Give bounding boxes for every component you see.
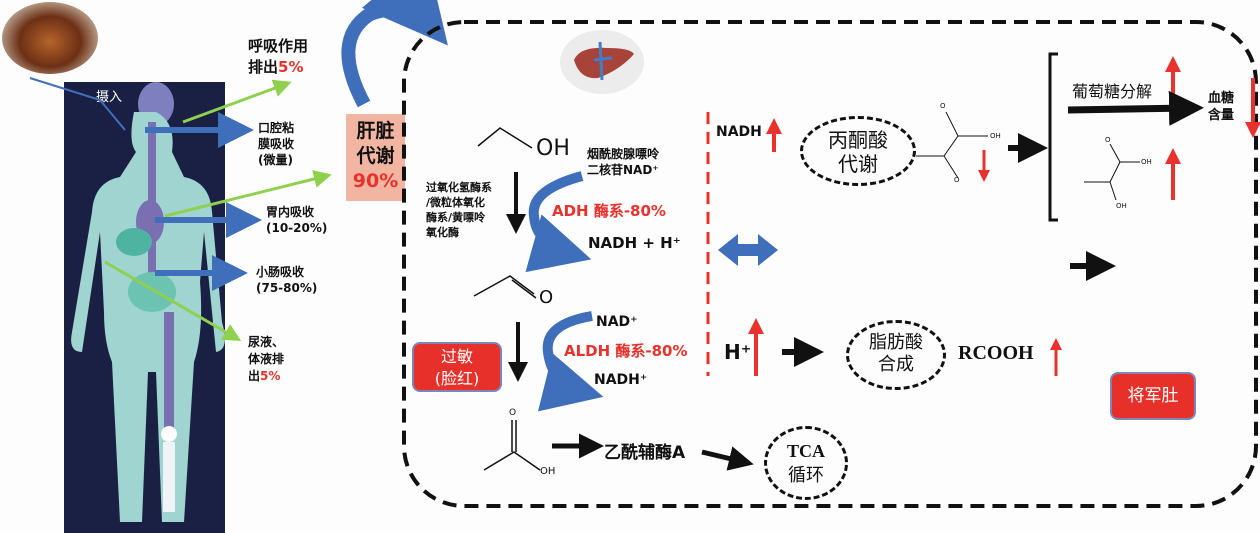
acetic-acid-oh: OH [540,466,556,477]
tca-cycle-node: TCA 循环 [764,426,848,500]
breath-prefix: 排出 [248,58,279,76]
pyruvate-o1: O [940,102,946,110]
fatty-acid-synthesis-node: 脂肪酸 合成 [846,320,946,390]
beer-belly-box: 将军肚 [1110,372,1196,420]
human-body-panel [64,82,225,533]
acetyl-coa-label: 乙酰辅酶A [604,443,686,463]
urine-exit-label: 尿液、 体液排 出5% [248,334,284,385]
breath-line1: 呼吸作用 [248,37,309,55]
pyruvate-oh: OH [990,132,1001,140]
liver-line1: 肝脏 [356,120,395,142]
fatty-acid-line1: 脂肪酸 [869,332,923,353]
side-pathway-label: 过氧化氢酶系 /微粒体氧化 酶系/黄嘌呤 氧化酶 [426,180,492,240]
allergy-line1: 过敏 [440,347,473,366]
urine-percent: 5% [260,369,281,383]
intake-line [29,77,126,131]
lactate-structure [1084,161,1140,183]
oral-line2: 膜吸收 [258,137,295,151]
glycolysis-label: 葡萄糖分解 [1072,82,1153,101]
pyruvate-line1: 丙酮酸 [828,128,888,152]
liver-icon [560,30,644,94]
oral-absorption-label: 口腔粘 膜吸收 (微量) [258,120,294,168]
acetaldehyde-structure [473,275,535,297]
tca-line2: 循环 [788,465,824,485]
allergy-flush-box: 过敏 (脸红) [412,342,502,392]
aldh-product-label: NADH⁺ [594,372,648,388]
liver-percent: 90% [352,170,399,192]
ethanol-structure [477,127,533,149]
lactate-oh1: OH [1141,158,1152,166]
urine-exit-arrow [104,260,242,342]
nad-cofactor-label: 烟酰胺腺嘌呤 二核苷NAD⁺ [587,146,659,178]
bidirectional-arrow [718,234,778,266]
pyruvate-line2: 代谢 [838,152,878,176]
urine-line3: 出5% [248,368,284,385]
adh-curved-arrow [525,171,592,273]
stomach-line1: 胃内吸收 [266,205,315,219]
nadh-label: NADH [716,124,762,140]
side-line3: 酶系/黄嘌呤 [426,211,486,224]
side-line4: 氧化酶 [426,226,459,239]
blood-sugar-label: 血糖 含量 [1208,90,1234,124]
stomach-absorption-label: 胃内吸收 (10-20%) [266,204,327,236]
aldh-cofactor-label: NAD⁺ [596,314,638,330]
adh-enzyme-label: ADH 酶系-80% [552,202,666,220]
side-line2: /微粒体氧化 [426,196,486,209]
intestine-line2: (75-80%) [256,281,318,295]
aldh-enzyme-label: ALDH 酶系-80% [564,342,688,360]
liver-path-arrow [164,170,332,218]
urine-prefix: 出 [248,369,261,383]
to-tca-arrow [701,446,754,471]
tca-line1: TCA [786,441,825,461]
stomach-line2: (10-20%) [266,221,328,235]
breath-exit-arrow [182,79,292,124]
pyruvate-o2: O [954,176,960,184]
breath-percent: 5% [278,58,304,76]
liver-line2: 代谢 [356,145,395,167]
pyruvate-structure [916,135,988,157]
to-liver-curved-arrow [341,0,448,108]
side-line1: 过氧化氢酶系 [426,181,492,194]
oral-line1: 口腔粘 [258,121,295,135]
oral-line3: (微量) [258,153,293,167]
fatty-acid-line2: 合成 [878,354,914,375]
intestine-line1: 小肠吸收 [256,265,305,279]
lactate-o: O [1105,136,1111,144]
urine-line2: 体液排 [248,352,285,366]
liquor-bottles-image [2,2,98,74]
breath-line2: 排出5% [248,57,308,78]
breath-exit-label: 呼吸作用 排出5% [248,36,308,78]
acetic-acid-structure [483,451,541,471]
allergy-line2: (脸红) [434,369,480,388]
liver-metabolism-boundary [402,20,1258,508]
blood-sugar-line2: 含量 [1208,108,1235,123]
human-body-silhouette [71,82,225,522]
urine-line1: 尿液、 [248,335,285,349]
liver-metabolism-box: 肝脏 代谢 90% [346,114,405,201]
bracket [1048,52,1058,222]
adh-product-label: NADH + H⁺ [588,234,681,252]
cofactor-line2: 二核苷NAD⁺ [587,163,659,177]
ethanol-oh: OH [536,136,570,161]
acetic-acid-o: O [509,408,517,418]
aldh-curved-arrow [537,311,604,412]
cofactor-line1: 烟酰胺腺嘌呤 [587,147,660,161]
h-plus-label: H⁺ [724,340,752,364]
intake-label: 摄入 [96,90,123,105]
intestine-absorption-label: 小肠吸收 (75-80%) [256,264,317,296]
pyruvate-metabolism-node: 丙酮酸 代谢 [800,116,916,186]
acetaldehyde-o: O [539,287,554,308]
lactate-oh2: OH [1116,202,1127,210]
blood-sugar-line1: 血糖 [1208,91,1235,106]
glycolysis-arrow [1067,90,1204,126]
rcooh-label: RCOOH [958,342,1034,364]
